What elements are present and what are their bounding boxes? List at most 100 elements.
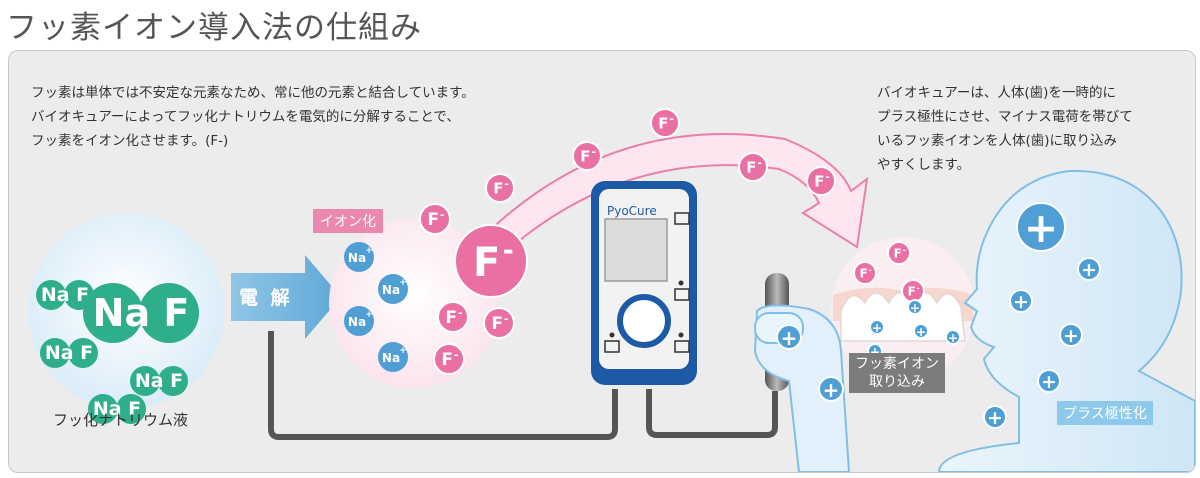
f-ion-charge: - bbox=[825, 171, 830, 184]
device-dot-2 bbox=[609, 332, 615, 338]
plus-charge-circle bbox=[1016, 202, 1066, 252]
plus-charge-label: + bbox=[910, 301, 920, 315]
naf-f-atom bbox=[158, 366, 188, 396]
plus-charge: + bbox=[907, 299, 923, 315]
f-ion-label: F bbox=[658, 115, 668, 133]
device-screen bbox=[604, 218, 668, 282]
na-ion: Na+ bbox=[344, 242, 374, 272]
naf-molecule-label: Na F bbox=[135, 370, 183, 392]
f-ion-circle bbox=[433, 343, 465, 375]
plus-charge-label: + bbox=[823, 378, 840, 402]
f-ion: F- bbox=[806, 166, 836, 196]
f-ion-charge: - bbox=[757, 157, 762, 170]
left-text-line-1: フッ素は単体では不安定な元素なため、常に他の元素と結合しています。 bbox=[31, 85, 475, 101]
f-ion-circle bbox=[454, 224, 528, 298]
f-ion: F- bbox=[485, 173, 515, 203]
f-ion-circle bbox=[483, 307, 515, 339]
f-ion-circle bbox=[650, 108, 680, 138]
plus-charge: + bbox=[1059, 323, 1083, 347]
plus-charge-label: + bbox=[872, 321, 882, 335]
polarity-label: プラス極性化 bbox=[1057, 401, 1153, 425]
plus-charge-circle bbox=[776, 324, 802, 350]
na-ion-label: Na bbox=[348, 251, 366, 265]
intake-label: フッ素イオン 取り込み bbox=[849, 353, 945, 393]
device-button-mid bbox=[674, 288, 690, 301]
naf-na-atom bbox=[40, 338, 70, 368]
intake-label-line-2: 取り込み bbox=[869, 374, 925, 390]
plus-charge-label: + bbox=[870, 345, 880, 359]
naf-f-atom bbox=[139, 283, 199, 343]
f-ion-label: F bbox=[746, 159, 756, 177]
naf-f-atom bbox=[68, 338, 98, 368]
plus-charge-label: + bbox=[948, 331, 958, 345]
f-ion-circle bbox=[806, 166, 836, 196]
f-ion-circle bbox=[572, 141, 602, 171]
plus-charge-circle bbox=[1009, 289, 1033, 313]
naf-na-atom bbox=[36, 280, 66, 310]
f-ion-label: F bbox=[445, 308, 457, 328]
naf-na-atom bbox=[83, 283, 143, 343]
f-ion-charge: - bbox=[504, 312, 509, 325]
naf-f-atom bbox=[116, 394, 146, 424]
naf-f-atom bbox=[64, 280, 94, 310]
na-ion-charge: + bbox=[399, 278, 407, 288]
f-ion-charge: - bbox=[504, 178, 509, 191]
plus-charge: + bbox=[869, 319, 885, 335]
f-ion-charge: - bbox=[869, 265, 872, 274]
cable-left bbox=[268, 331, 618, 440]
plus-charge-label: + bbox=[1013, 291, 1029, 313]
f-ion: F- bbox=[901, 279, 925, 303]
na-ion-circle bbox=[344, 306, 374, 336]
device-dot-3 bbox=[678, 332, 684, 338]
plus-charge-circle bbox=[907, 299, 923, 315]
right-text-line-1: バイオキュアーは、人体(歯)を一時的に bbox=[877, 85, 1116, 101]
plus-charge-circle bbox=[1059, 323, 1083, 347]
plus-charge: + bbox=[1037, 369, 1061, 393]
mechanism-diagram: PyoCure Na FNa FNa FNa FNa F Na+Na+Na+Na… bbox=[28, 108, 1195, 472]
plus-charge-circle bbox=[1077, 257, 1101, 281]
f-ion-circle bbox=[485, 173, 515, 203]
f-ion-label: F bbox=[860, 267, 868, 281]
f-ion-label: F bbox=[894, 247, 902, 261]
plus-charge-circle bbox=[945, 329, 961, 345]
naf-molecule-label: Na F bbox=[45, 342, 93, 364]
naf-molecule: Na F bbox=[130, 366, 188, 396]
right-text-line-2: プラス極性にさせ、マイナス電荷を帯びて bbox=[877, 109, 1133, 125]
ion-flow-arc-arrow bbox=[477, 133, 869, 251]
na-ion-charge: + bbox=[365, 310, 373, 320]
f-ion: F- bbox=[454, 224, 528, 298]
f-ion-label: F bbox=[473, 240, 500, 286]
naf-molecule-label: Na F bbox=[93, 291, 190, 335]
left-text-line-3: フッ素をイオン化させます。(F-) bbox=[31, 133, 229, 149]
f-ion: F- bbox=[738, 152, 768, 182]
f-ion: F- bbox=[419, 203, 451, 235]
naf-molecule: Na F bbox=[36, 280, 94, 310]
f-ion-label: F bbox=[427, 210, 439, 230]
naf-molecule: Na F bbox=[40, 338, 98, 368]
f-ion: F- bbox=[572, 141, 602, 171]
naf-molecule-label: Na F bbox=[41, 284, 89, 306]
naf-molecule: Na F bbox=[88, 394, 146, 424]
na-ion: Na+ bbox=[344, 306, 374, 336]
plus-charge-circle bbox=[1037, 369, 1061, 393]
hand-arm bbox=[753, 304, 851, 472]
na-ion-label: Na bbox=[382, 283, 400, 297]
f-ion-circle bbox=[419, 203, 451, 235]
plus-charge: + bbox=[1009, 289, 1033, 313]
f-ion-charge: - bbox=[917, 283, 920, 292]
f-ion-circle bbox=[853, 261, 877, 285]
plus-charge-label: + bbox=[781, 326, 798, 350]
plus-charge: + bbox=[945, 329, 961, 345]
left-text-line-2: バイオキュアーによってフッ化ナトリウムを電気的に分解することで、 bbox=[31, 109, 460, 125]
f-ion: F- bbox=[887, 241, 911, 265]
plus-charge-circle bbox=[818, 376, 844, 402]
na-ion-label: Na bbox=[348, 315, 366, 329]
device-dial bbox=[617, 294, 671, 348]
f-ion-label: F bbox=[493, 180, 503, 198]
naf-na-atom bbox=[130, 366, 160, 396]
plus-charge-label: + bbox=[1081, 259, 1097, 281]
naf-molecules: Na FNa FNa FNa FNa F bbox=[36, 280, 199, 424]
f-ion-charge: - bbox=[903, 245, 906, 254]
plus-charge-circle bbox=[983, 405, 1007, 429]
